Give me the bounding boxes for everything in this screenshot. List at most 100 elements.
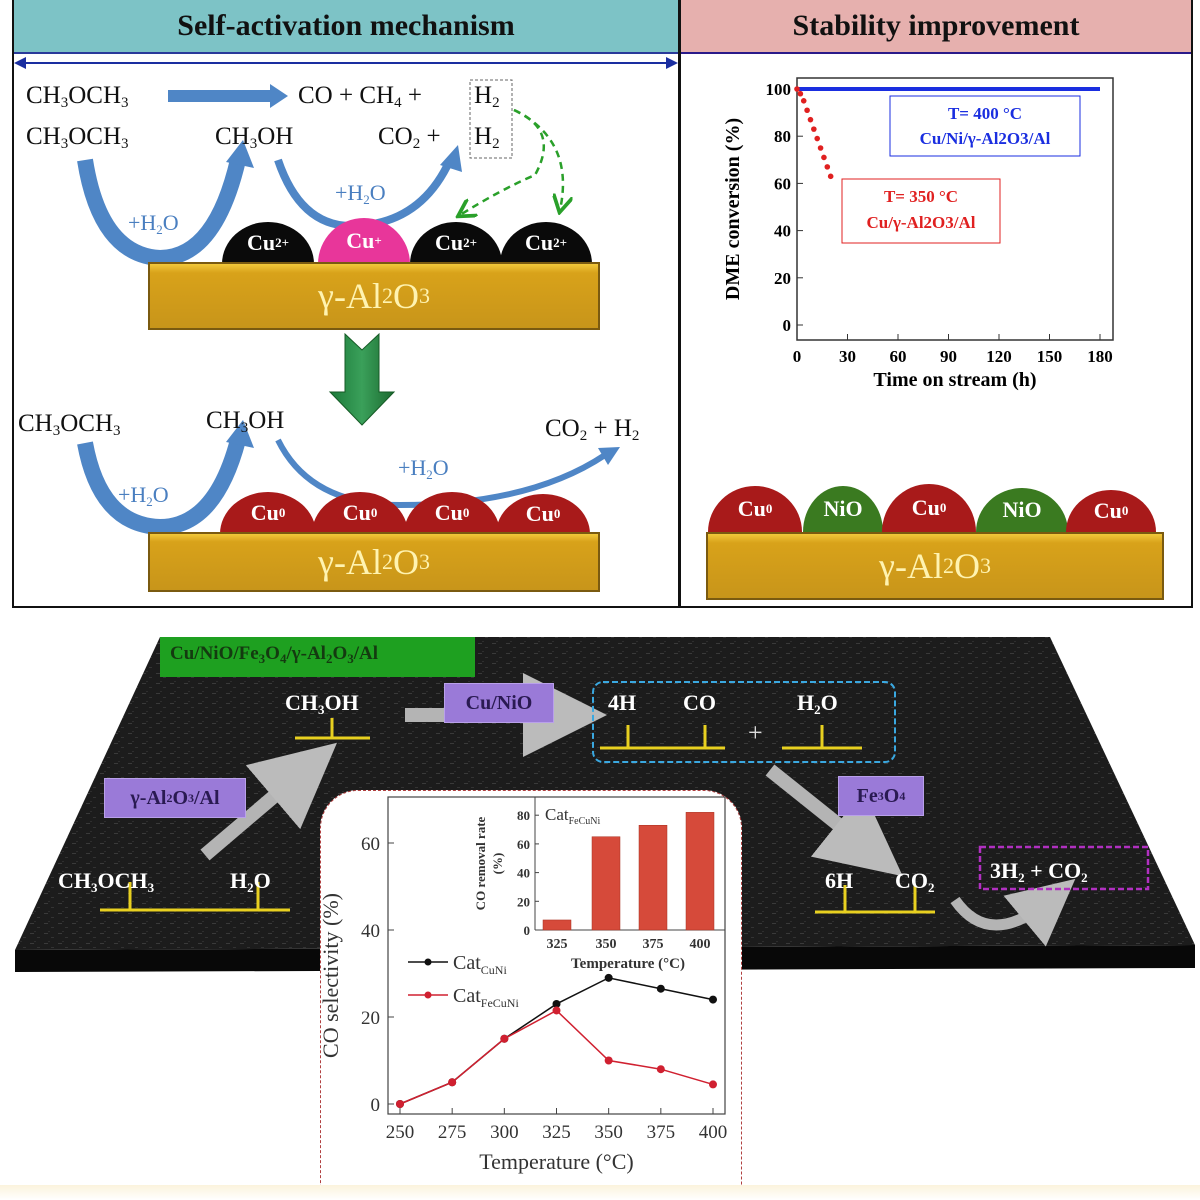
series-point-CatFeCuNi [709, 1080, 717, 1089]
x-tick-label: 90 [940, 347, 957, 366]
series-350C-point [811, 126, 817, 132]
y-tick-label: 60 [774, 174, 791, 193]
x-tick-label: 375 [647, 1122, 676, 1143]
series-point-CatFeCuNi [500, 1034, 509, 1043]
legend-marker-CatCuNi [424, 958, 432, 966]
catalyst-label: Cu/NiO/Fe3O4/γ-Al2O3/Al [170, 643, 379, 666]
y-tick-label: 20 [361, 1008, 380, 1029]
water-label-1: +H2O [128, 210, 179, 237]
arrow-to-product [950, 878, 1076, 947]
series-350C-point [817, 145, 824, 151]
hydrolysis-arrow [77, 158, 246, 267]
hydrolysis-arrow-2 [77, 437, 246, 536]
inset-x-tick-label: 375 [643, 937, 664, 952]
bond-lines [100, 718, 935, 914]
series-point-CatFeCuNi [396, 1100, 404, 1108]
series-350C-point [814, 135, 820, 142]
h2-dashed-box [469, 79, 513, 159]
self-activation-title: Self-activation mechanism [177, 9, 515, 42]
series-point-CatFeCuNi [656, 1065, 665, 1074]
species-product: 3H2 + CO2 [990, 858, 1088, 885]
species-4h: 4H [608, 690, 637, 715]
x-tick-label: 180 [1087, 347, 1113, 366]
y-axis-title: DME conversion (%) [722, 118, 744, 300]
series-350C-point [827, 173, 834, 180]
species-co: CO [683, 690, 716, 715]
row2-h2: H2 [474, 123, 500, 152]
series-350C-point [797, 90, 804, 97]
inset-x-tick-label: 350 [596, 937, 617, 952]
inset-x-tick-label: 325 [547, 937, 568, 952]
y-tick-label: 20 [774, 269, 791, 288]
stability-header: Stability improvement [681, 0, 1191, 54]
arrow-to-methanol [200, 742, 338, 861]
inset-x-tick-label: 400 [690, 937, 711, 952]
tag-cu-nio: Cu/NiO [444, 683, 554, 723]
species-h2o-left: H2O [230, 868, 271, 895]
annotation-350C-box [841, 178, 1001, 244]
legend-marker-CatFeCuNi [424, 991, 432, 999]
series-point-CatCuNi [552, 999, 561, 1008]
intermediates-dashed-box [592, 681, 896, 763]
series-350C-point [824, 164, 831, 170]
species-co2: CO2 [895, 868, 935, 895]
y-tick-label: 60 [361, 834, 380, 855]
x-tick-label: 30 [839, 347, 856, 366]
x-tick-label: 300 [490, 1122, 519, 1143]
x-tick-label: 0 [793, 347, 802, 366]
x-tick-label: 60 [890, 347, 907, 366]
species-h2o-mid: H2O [797, 690, 838, 717]
plot-frame [796, 77, 1114, 341]
y-axis-title: CO selectivity (%) [318, 893, 343, 1058]
annotation-400C-box [889, 95, 1081, 157]
bottom-reactant: CH3OCH3 [18, 410, 121, 439]
reforming-arrow-2 [275, 438, 607, 509]
catalyst-label-bg [160, 637, 475, 677]
series-point-CatCuNi [604, 973, 613, 982]
transformation-arrow-down [328, 332, 396, 426]
x-tick-label: 275 [438, 1122, 467, 1143]
row1-reactant: CH3OCH3 [26, 82, 129, 111]
x-tick-label: 150 [1037, 347, 1063, 366]
y-tick-label: 100 [766, 80, 792, 99]
annotation-400C-line1: T= 400 °C [948, 104, 1022, 123]
series-point-CatCuNi [656, 984, 665, 993]
species-methanol: CH3OH [285, 690, 359, 717]
inset-bar-350 [591, 836, 621, 931]
y-tick-label: 40 [361, 921, 380, 942]
series-point-CatCuNi [709, 995, 717, 1004]
legend-label-CatCuNi: CatCuNi [453, 952, 507, 977]
row2-reactant: CH3OCH3 [26, 123, 129, 152]
inset-y-axis-title: CO removal rate [473, 816, 488, 910]
y-tick-label: 40 [774, 222, 791, 241]
bottom-products: CO2 + H2 [545, 415, 640, 444]
co-selectivity-card [320, 790, 742, 1186]
inset-y-tick-label: 60 [517, 837, 530, 852]
water-label-4: +H2O [398, 455, 449, 482]
species-plus: + [748, 718, 763, 747]
series-point-CatFeCuNi [448, 1078, 457, 1087]
inset-bar-325 [542, 919, 572, 931]
y-tick-label: 80 [774, 127, 791, 146]
series-350C-point [821, 154, 827, 161]
product-dashed-box [978, 845, 1150, 891]
self-activation-header: Self-activation mechanism [14, 0, 678, 54]
inset-y-axis-unit: (%) [490, 853, 505, 875]
annotation-400C-line2: Cu/Ni/γ-Al2O3/Al [920, 129, 1051, 148]
reduction-arrow-2 [513, 108, 563, 210]
x-tick-label: 400 [699, 1122, 728, 1143]
series-point-CatFeCuNi [604, 1056, 613, 1065]
legend-label-CatFeCuNi: CatFeCuNi [453, 985, 519, 1010]
inset-bar-400 [685, 812, 715, 931]
inset-y-tick-label: 0 [524, 923, 531, 938]
x-axis-title: Time on stream (h) [873, 369, 1036, 391]
inset-y-tick-label: 80 [517, 808, 530, 823]
bottom-strip [0, 1185, 1200, 1200]
inset-y-tick-label: 20 [517, 894, 530, 909]
